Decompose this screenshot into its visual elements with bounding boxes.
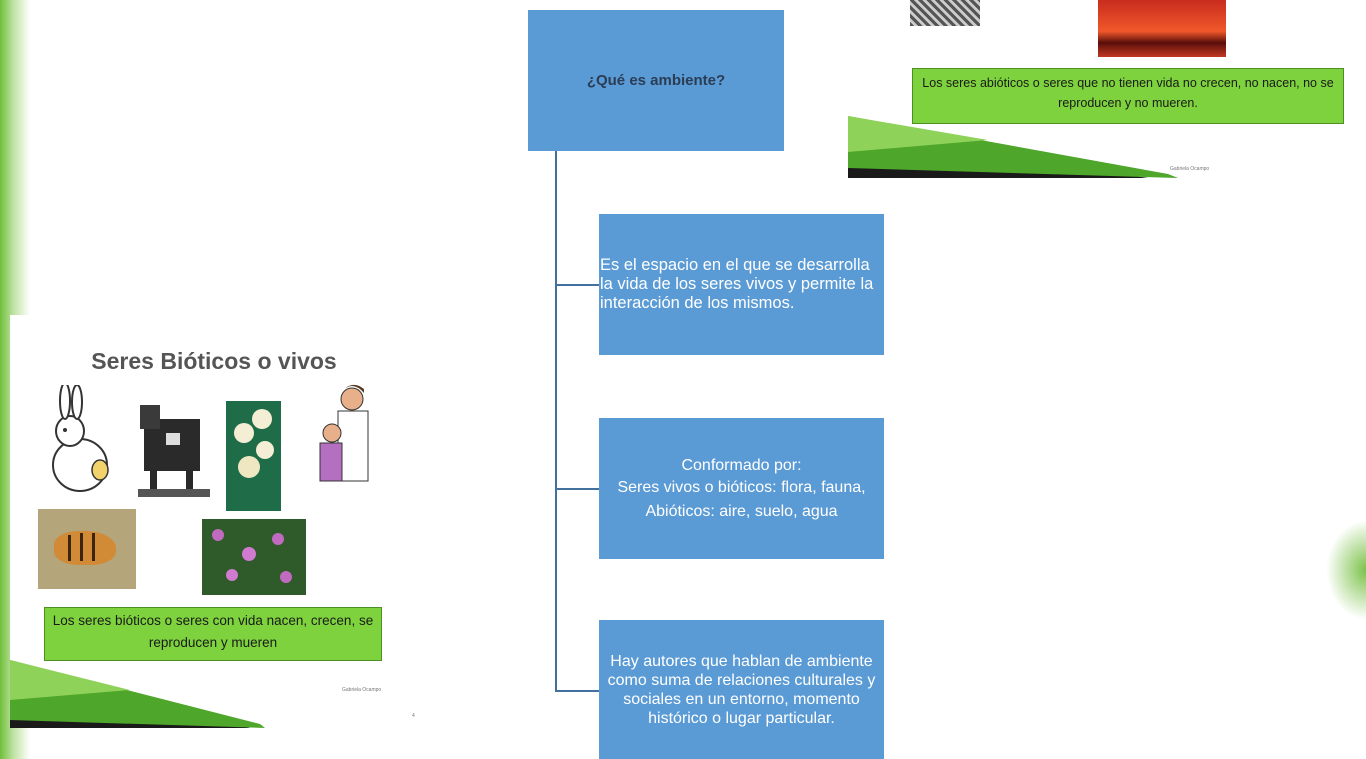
green-swoosh (10, 660, 265, 728)
abiotic-caption-box: Los seres abióticos o seres que no tiene… (912, 68, 1344, 124)
connector-box1 (555, 284, 599, 286)
root-box: ¿Qué es ambiente? (528, 10, 784, 151)
biotic-caption-box: Los seres bióticos o seres con vida nace… (44, 607, 382, 661)
green-swoosh (848, 116, 1178, 178)
connector-box2 (555, 488, 599, 490)
sunset-image (1098, 0, 1226, 57)
root-label: ¿Qué es ambiente? (586, 72, 726, 89)
tiger-image (38, 509, 136, 589)
lotus-pond-image (202, 519, 306, 595)
composition-title: Conformado por: (681, 457, 802, 474)
definition-text: Es el espacio en el que se desarrolla la… (600, 256, 874, 312)
rabbit-image (52, 385, 109, 492)
slide-bioticos: Seres Bióticos o vivos (10, 315, 418, 728)
authors-text: Hay autores que hablan de ambiente como … (607, 652, 876, 727)
authors-box: Hay autores que hablan de ambiente como … (599, 620, 884, 759)
slide-footer: Gabriela Ocampo (1170, 166, 1210, 172)
slide-title: Seres Bióticos o vivos (91, 348, 337, 374)
qr-pattern-image (910, 0, 980, 26)
cow-image (138, 405, 210, 497)
composition-line1: Seres vivos o bióticos: flora, fauna, (617, 479, 866, 496)
composition-box: Conformado por: Seres vivos o bióticos: … (599, 418, 884, 559)
right-edge-glow (1326, 520, 1366, 620)
composition-line2: Abióticos: aire, suelo, agua (645, 503, 838, 520)
slide-page-number: 4 (412, 713, 415, 719)
white-flowers-image (226, 401, 281, 511)
slide-footer: Gabriela Ocampo (342, 687, 382, 693)
definition-box: Es el espacio en el que se desarrolla la… (599, 214, 884, 355)
connector-box3 (555, 690, 599, 692)
slide-abioticos: Los seres abióticos o seres que no tiene… (848, 0, 1366, 178)
people-image (319, 384, 369, 482)
connector-vertical (555, 151, 557, 691)
